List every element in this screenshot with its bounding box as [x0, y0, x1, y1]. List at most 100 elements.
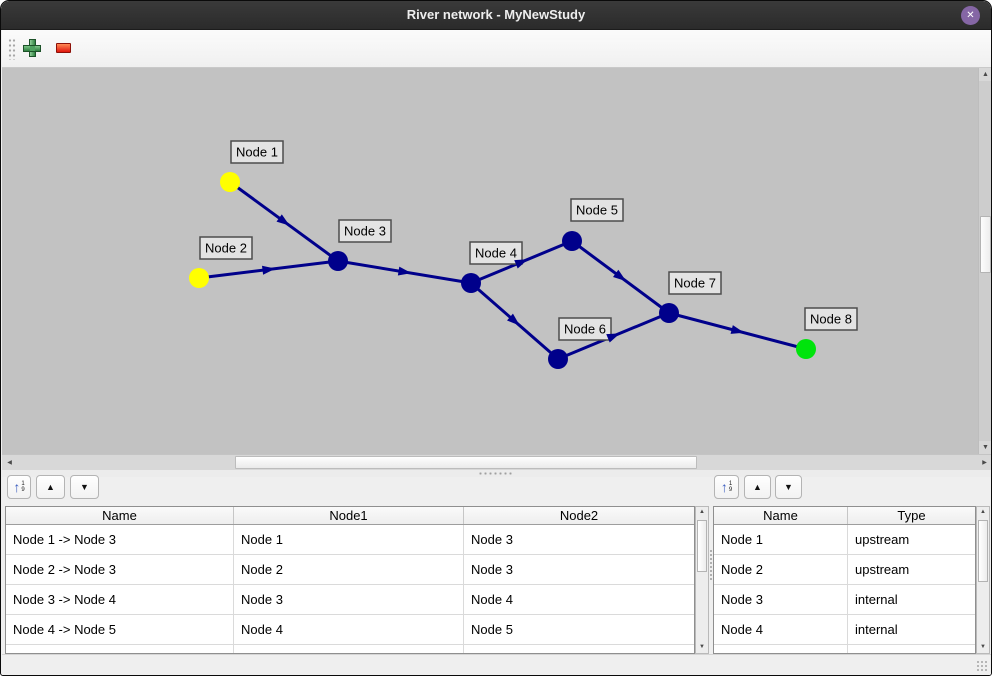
remove-node-button[interactable] — [56, 43, 71, 53]
graph-node[interactable] — [220, 172, 240, 192]
edge-arrow-icon — [261, 265, 276, 275]
scroll-right-icon[interactable]: ▶ — [982, 460, 987, 466]
table-cell[interactable]: Node 1 -> Node 3 — [6, 525, 234, 554]
close-icon[interactable]: ✕ — [961, 6, 980, 25]
table-cell[interactable]: Node 4 -> Node 5 — [6, 615, 234, 644]
edge-arrow-icon — [606, 333, 620, 343]
column-header[interactable]: Type — [897, 508, 926, 523]
nodes-table-scrollbar[interactable]: ▲ ▼ — [976, 506, 990, 654]
table-cell[interactable]: internal — [855, 622, 898, 637]
scroll-up-icon[interactable]: ▲ — [980, 509, 986, 515]
table-cell[interactable]: Node 2 -> Node 3 — [6, 555, 234, 584]
table-row[interactable]: Node 2 upstream — [714, 555, 975, 585]
pane-splitter[interactable] — [2, 470, 991, 477]
graph-node[interactable] — [328, 251, 348, 271]
graph-node[interactable] — [562, 231, 582, 251]
table-row[interactable] — [6, 645, 694, 653]
resize-grip-icon[interactable] — [976, 660, 988, 671]
scroll-down-icon[interactable]: ▼ — [979, 441, 991, 454]
table-cell[interactable]: Node 3 -> Node 4 — [6, 585, 234, 614]
table-cell[interactable]: Node 3 — [234, 585, 464, 614]
column-header[interactable]: Name — [6, 507, 234, 524]
graph-node[interactable] — [796, 339, 816, 359]
add-node-button[interactable] — [23, 39, 41, 57]
scroll-up-icon[interactable]: ▲ — [979, 68, 991, 81]
horizontal-scroll-thumb[interactable] — [235, 456, 697, 469]
node-label-box — [199, 236, 253, 260]
column-header[interactable]: Node1 — [234, 507, 464, 524]
column-header[interactable]: Node2 — [559, 508, 599, 523]
table-cell[interactable]: Node 3 — [471, 562, 513, 577]
scroll-thumb[interactable] — [978, 520, 988, 582]
table-cell[interactable]: Node 1 — [714, 525, 848, 554]
table-cell[interactable]: Node 2 — [234, 555, 464, 584]
table-cell[interactable]: Node 3 — [714, 585, 848, 614]
scroll-left-icon[interactable]: ◀ — [7, 460, 12, 466]
graph-node[interactable] — [189, 268, 209, 288]
table-cell[interactable] — [464, 645, 694, 653]
table-cell[interactable]: Node 4 — [471, 592, 513, 607]
nodes-move-down-button[interactable]: ▼ — [775, 475, 802, 499]
scroll-thumb[interactable] — [697, 520, 707, 572]
table-cell[interactable] — [6, 645, 234, 653]
table-cell[interactable]: upstream — [855, 532, 910, 547]
graph-node[interactable] — [548, 349, 568, 369]
table-cell[interactable] — [848, 645, 975, 653]
table-cell[interactable]: upstream — [855, 562, 910, 577]
node-label: Node 3 — [344, 224, 386, 239]
branches-move-up-button[interactable]: ▲ — [36, 475, 65, 499]
main-toolbar — [2, 30, 991, 68]
edge-arrow-icon — [613, 269, 627, 282]
table-cell[interactable]: Node 1 — [234, 525, 464, 554]
titlebar[interactable]: River network - MyNewStudy ✕ — [1, 1, 991, 30]
node-label-box — [230, 140, 284, 164]
canvas-horizontal-scrollbar[interactable]: ◀ ▶ — [2, 454, 991, 470]
node-label-box — [804, 307, 858, 331]
edge-arrow-icon — [397, 266, 412, 276]
down-triangle-icon: ▼ — [784, 482, 793, 492]
table-row[interactable]: Node 1 upstream — [714, 525, 975, 555]
toolbar-drag-handle-icon[interactable] — [8, 38, 16, 60]
table-row[interactable] — [714, 645, 975, 653]
table-cell[interactable] — [234, 645, 464, 653]
table-cell[interactable]: Node 2 — [714, 555, 848, 584]
node-label-box — [558, 317, 612, 341]
splitter-grip-icon — [478, 472, 512, 475]
table-cell[interactable] — [714, 645, 848, 653]
window-title: River network - MyNewStudy — [406, 7, 586, 22]
table-cell[interactable]: internal — [855, 592, 898, 607]
table-cell[interactable]: Node 3 — [471, 532, 513, 547]
table-row[interactable]: Node 3 internal — [714, 585, 975, 615]
scroll-up-icon[interactable]: ▲ — [699, 509, 705, 515]
branches-move-down-button[interactable]: ▼ — [70, 475, 99, 499]
node-label: Node 1 — [236, 145, 278, 160]
branches-sort-button[interactable]: ↑ 1 9 — [7, 475, 31, 499]
column-header[interactable]: Name — [714, 507, 848, 524]
branches-table-scrollbar[interactable]: ▲ ▼ — [695, 506, 709, 654]
table-splitter-grip-icon[interactable] — [709, 549, 713, 581]
scroll-down-icon[interactable]: ▼ — [980, 644, 986, 650]
table-row[interactable]: Node 4 internal — [714, 615, 975, 645]
node-label: Node 7 — [674, 276, 716, 291]
table-cell[interactable]: Node 4 — [234, 615, 464, 644]
table-cell[interactable]: Node 5 — [471, 622, 513, 637]
node-label-box — [668, 271, 722, 295]
table-header: Name Type — [714, 507, 975, 525]
table-cell[interactable]: Node 4 — [714, 615, 848, 644]
nodes-move-up-button[interactable]: ▲ — [744, 475, 771, 499]
vertical-scroll-thumb[interactable] — [980, 216, 991, 273]
scroll-down-icon[interactable]: ▼ — [699, 644, 705, 650]
graph-node[interactable] — [461, 273, 481, 293]
graph-node[interactable] — [659, 303, 679, 323]
nodes-sort-button[interactable]: ↑ 1 9 — [714, 475, 739, 499]
canvas-vertical-scrollbar[interactable]: ▲ ▼ — [978, 68, 991, 454]
